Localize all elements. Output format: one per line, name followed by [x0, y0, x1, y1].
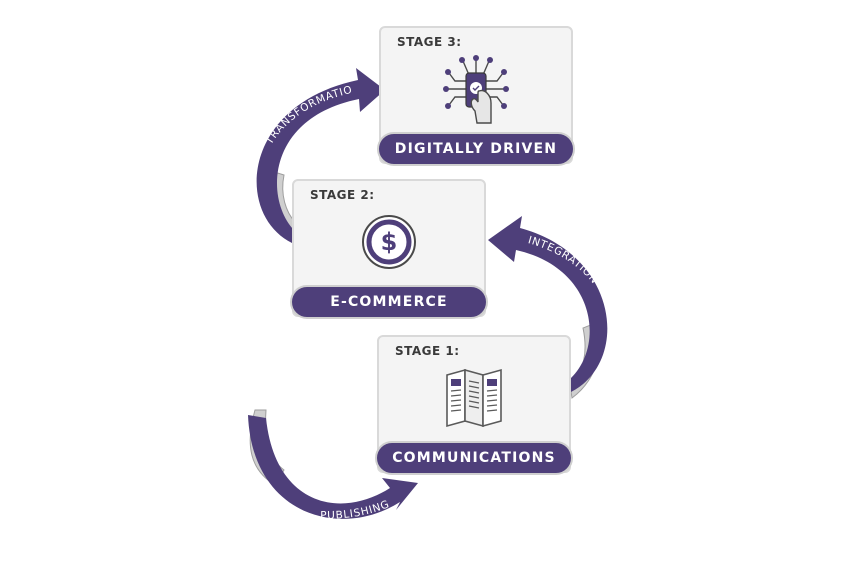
- svg-text:$: $: [381, 228, 398, 256]
- transformation-arrow-band: [256, 68, 385, 243]
- stage-2-title: E-COMMERCE: [290, 285, 488, 319]
- hand-touch-device-icon: [443, 55, 509, 124]
- stage-2-label: STAGE 2:: [310, 188, 375, 202]
- stage-3-title: DIGITALLY DRIVEN: [377, 132, 575, 166]
- integration-arrow-band: [488, 216, 608, 392]
- stage-3-label: STAGE 3:: [397, 35, 462, 49]
- brochure-icon: [446, 368, 502, 428]
- stage-1-card: STAGE 1:: [375, 335, 573, 475]
- integration-label-path: INTEGRATION: [527, 234, 600, 286]
- stage-2-card: STAGE 2: $ E-COMMERCE: [290, 179, 488, 319]
- publishing-label: PUBLISHING: [320, 498, 391, 522]
- integration-label: INTEGRATION: [527, 234, 601, 286]
- stage-3-card: STAGE 3:: [377, 26, 575, 166]
- publishing-label-path: PUBLISHING: [320, 498, 391, 522]
- publishing-arrow-band: [248, 415, 418, 519]
- dollar-coin-icon: $: [362, 215, 416, 269]
- stage-1-title: COMMUNICATIONS: [375, 441, 573, 475]
- stage-1-label: STAGE 1:: [395, 344, 460, 358]
